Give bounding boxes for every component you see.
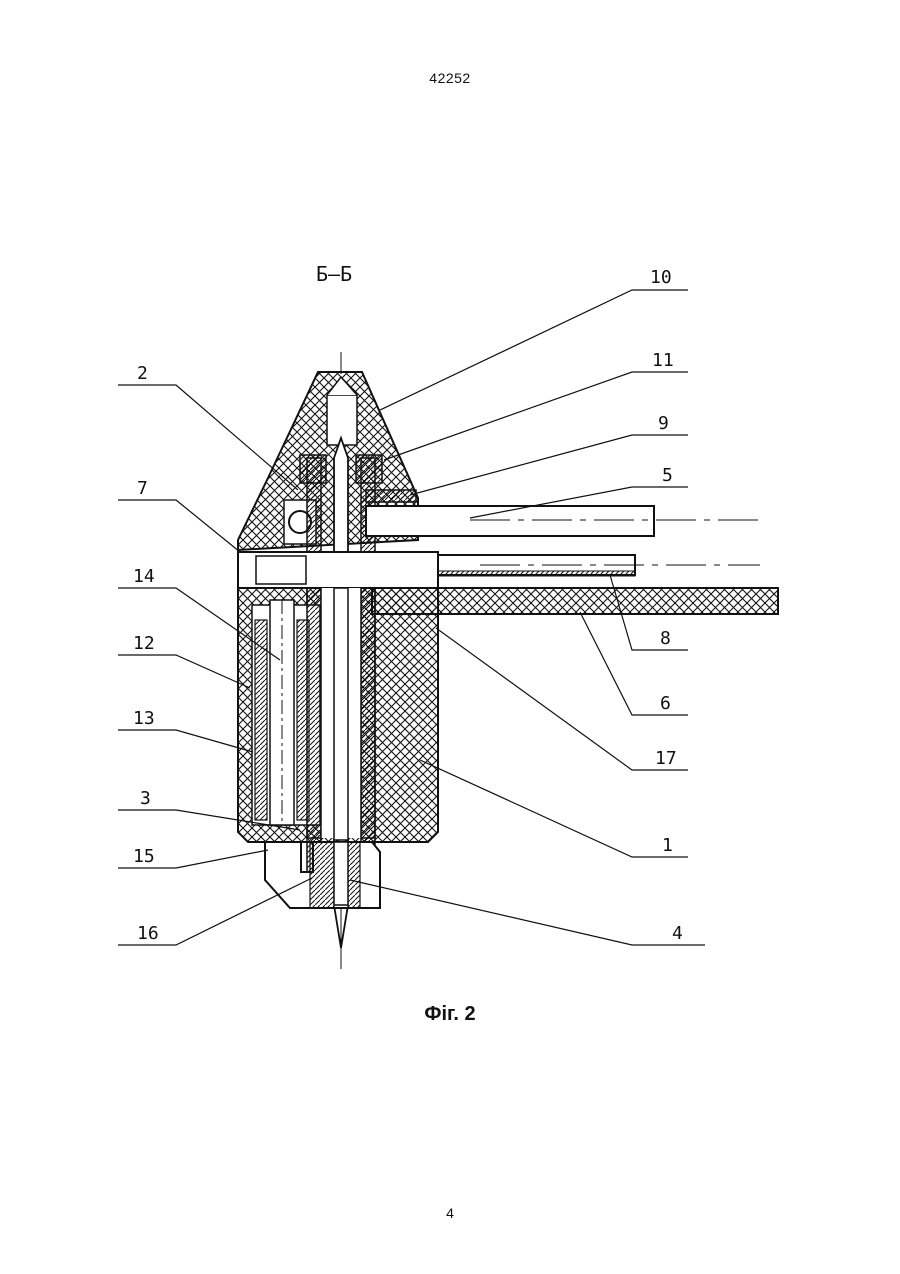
main-body (238, 588, 438, 842)
callout-6: 6 (660, 693, 671, 714)
callout-8: 8 (660, 628, 671, 649)
callout-5: 5 (662, 465, 673, 486)
feed-tube-lower (425, 555, 760, 576)
callout-3: 3 (140, 788, 151, 809)
callout-4: 4 (672, 923, 683, 944)
callout-10: 10 (650, 267, 672, 288)
upper-body (238, 552, 438, 588)
callout-11: 11 (652, 350, 674, 371)
callout-14: 14 (133, 566, 155, 587)
feed-tube-upper (366, 506, 760, 536)
callout-17: 17 (655, 748, 677, 769)
callout-15: 15 (133, 846, 155, 867)
callout-13: 13 (133, 708, 155, 729)
callout-2: 2 (137, 363, 148, 384)
callout-12: 12 (133, 633, 155, 654)
page-number: 4 (0, 1205, 900, 1221)
callout-7: 7 (137, 478, 148, 499)
callout-1: 1 (662, 835, 673, 856)
figure-caption: Фіг. 2 (0, 1003, 900, 1026)
callout-16: 16 (137, 923, 159, 944)
callout-9: 9 (658, 413, 669, 434)
nozzle (265, 842, 380, 908)
